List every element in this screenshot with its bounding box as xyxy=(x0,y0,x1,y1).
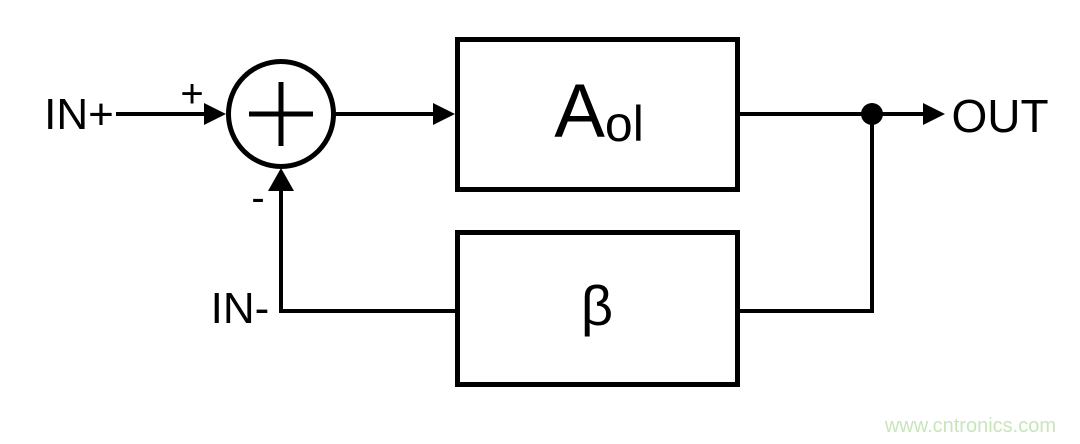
summing-plus-sign: + xyxy=(180,72,204,116)
feedback-tap-line xyxy=(738,118,874,313)
input-positive-label: IN+ xyxy=(44,90,114,139)
input-arrowhead-icon xyxy=(204,103,226,125)
output-label: OUT xyxy=(951,90,1049,142)
forward-gain-subscript-text: ol xyxy=(604,96,644,152)
feedback-arrowhead-icon xyxy=(268,168,294,191)
forward-gain-label: Aol xyxy=(554,74,644,150)
summing-minus-sign: - xyxy=(251,176,265,220)
input-negative-label: IN- xyxy=(210,284,270,333)
feedback-gain-box xyxy=(455,230,740,387)
feedback-gain-label: β xyxy=(580,274,614,337)
feedback-return-line xyxy=(279,187,457,313)
watermark-text: www.cntronics.com xyxy=(884,415,1056,437)
forward-arrowhead-icon xyxy=(433,103,455,125)
plus-icon xyxy=(249,82,313,146)
forward-gain-box xyxy=(455,37,740,192)
forward-gain-main-text: A xyxy=(554,69,605,154)
output-arrowhead-icon xyxy=(923,103,945,125)
